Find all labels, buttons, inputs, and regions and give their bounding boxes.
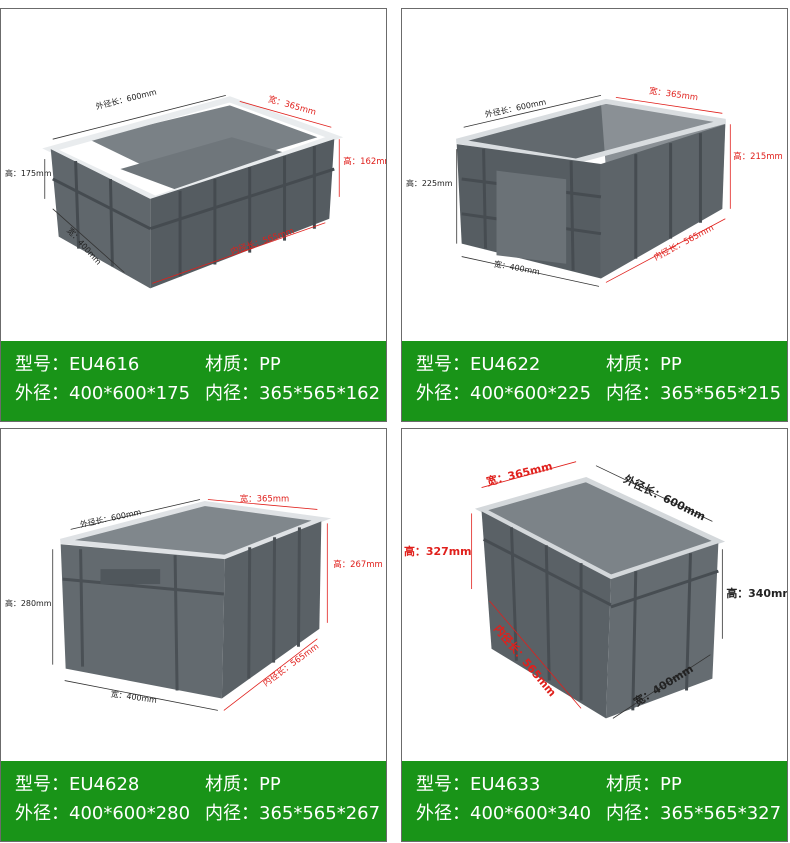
crate-illustration: 外径长：600mm 宽：365mm 高：267mm 高：280mm 宽：400m… bbox=[5, 493, 383, 711]
dim-height: 高：175mm bbox=[5, 168, 52, 178]
inner-dimensions: 内径：365*565*267 bbox=[205, 803, 381, 824]
crate-illustration: 外径长：600mm 宽：365mm 高：162mm 高：175mm 宽：400m… bbox=[5, 86, 386, 289]
dim-height: 高：340mm bbox=[726, 586, 787, 600]
dim-inner-height: 高：215mm bbox=[733, 151, 782, 161]
product-card-eu4622: 外径长：600mm 宽：365mm 高：215mm 高：225mm 宽：400m… bbox=[401, 8, 788, 422]
dim-inner-height: 高：267mm bbox=[333, 559, 382, 569]
outer-dimensions: 外径：400*600*340 bbox=[416, 803, 592, 824]
dim-height: 高：280mm bbox=[5, 598, 52, 608]
crate-illustration: 外径长：600mm 宽：365mm 高：215mm 高：225mm 宽：400m… bbox=[406, 86, 783, 287]
product-card-eu4633: 宽：365mm 外径长：600mm 高：327mm 高：340mm 内径长：56… bbox=[401, 428, 788, 842]
dim-width: 宽：400mm bbox=[110, 689, 158, 705]
inner-dimensions: 内径：365*565*327 bbox=[606, 803, 782, 824]
crate-photo: 宽：365mm 外径长：600mm 高：327mm 高：340mm 内径长：56… bbox=[402, 429, 787, 761]
product-card-eu4628: 外径长：600mm 宽：365mm 高：267mm 高：280mm 宽：400m… bbox=[0, 428, 387, 842]
spec-banner: 型号：EU4616 材质：PP 外径：400*600*175 内径：365*56… bbox=[1, 341, 386, 421]
crate-photo: 外径长：600mm 宽：365mm 高：162mm 高：175mm 宽：400m… bbox=[1, 9, 386, 341]
dim-outer-length: 外径长：600mm bbox=[95, 86, 158, 111]
dim-height: 高：225mm bbox=[406, 178, 453, 188]
material: 材质：PP bbox=[606, 774, 682, 795]
dim-inner-width: 宽：365mm bbox=[240, 493, 289, 503]
dim-inner-width: 宽：365mm bbox=[648, 86, 698, 103]
outer-dimensions: 外径：400*600*175 bbox=[15, 383, 191, 404]
dim-outer-length: 外径长：600mm bbox=[484, 96, 547, 119]
model-number: 型号：EU4633 bbox=[416, 774, 541, 795]
inner-dimensions: 内径：365*565*162 bbox=[205, 383, 381, 404]
material: 材质：PP bbox=[205, 774, 281, 795]
outer-dimensions: 外径：400*600*225 bbox=[416, 383, 592, 404]
spec-banner: 型号：EU4622 材质：PP 外径：400*600*225 内径：365*56… bbox=[402, 341, 787, 421]
dim-inner-height: 高：162mm bbox=[343, 156, 386, 166]
inner-dimensions: 内径：365*565*215 bbox=[606, 383, 782, 404]
product-card-eu4616: 外径长：600mm 宽：365mm 高：162mm 高：175mm 宽：400m… bbox=[0, 8, 387, 422]
material: 材质：PP bbox=[606, 354, 682, 375]
spec-banner: 型号：EU4628 材质：PP 外径：400*600*280 内径：365*56… bbox=[1, 761, 386, 841]
crate-illustration: 宽：365mm 外径长：600mm 高：327mm 高：340mm 内径长：56… bbox=[404, 459, 787, 719]
dim-inner-width: 宽：365mm bbox=[484, 459, 554, 489]
crate-photo: 外径长：600mm 宽：365mm 高：215mm 高：225mm 宽：400m… bbox=[402, 9, 787, 341]
outer-dimensions: 外径：400*600*280 bbox=[15, 803, 191, 824]
model-number: 型号：EU4622 bbox=[416, 354, 541, 375]
spec-banner: 型号：EU4633 材质：PP 外径：400*600*340 内径：365*56… bbox=[402, 761, 787, 841]
crate-photo: 外径长：600mm 宽：365mm 高：267mm 高：280mm 宽：400m… bbox=[1, 429, 386, 761]
model-number: 型号：EU4628 bbox=[15, 774, 140, 795]
model-number: 型号：EU4616 bbox=[15, 354, 140, 375]
dim-inner-height: 高：327mm bbox=[404, 544, 472, 558]
material: 材质：PP bbox=[205, 354, 281, 375]
